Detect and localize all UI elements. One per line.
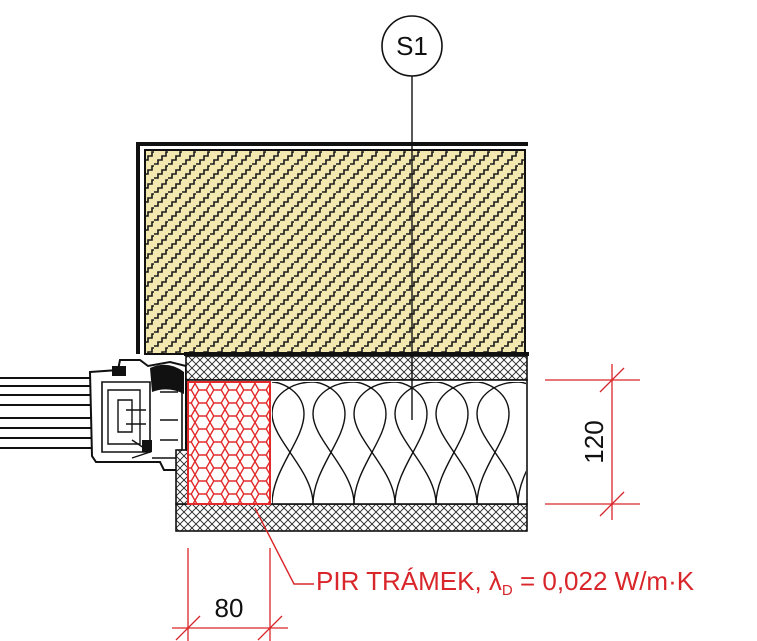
dimension-pir-width (172, 548, 288, 641)
pir-block (187, 381, 271, 505)
pir-note-text: PIR TRÁMEK, λ (316, 566, 502, 596)
window-frame-profile (0, 359, 187, 471)
section-tag-s1: S1 (381, 15, 443, 420)
pir-note-subscript: D (502, 582, 513, 599)
dimension-80-label: 80 (215, 593, 244, 623)
insulation-assembly (175, 352, 529, 532)
pir-note-value: = 0,022 W/m·K (513, 566, 695, 596)
section-tag-label: S1 (396, 31, 428, 61)
masonry-wall (136, 142, 528, 355)
pir-note: PIR TRÁMEK, λD = 0,022 W/m·K (316, 566, 695, 599)
dimension-120-label: 120 (579, 420, 609, 463)
pir-leader-line (254, 507, 314, 585)
dimension-insulation-thickness (545, 364, 640, 520)
mineral-wool (272, 382, 526, 504)
